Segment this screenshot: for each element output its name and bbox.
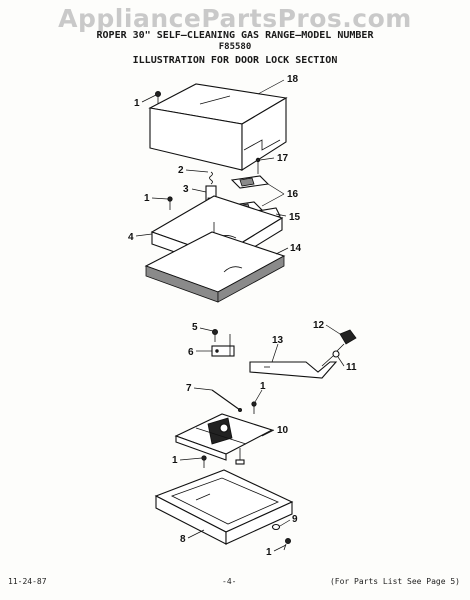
callout-1: 1 — [144, 193, 150, 204]
watermark: AppliancePartsPros.com — [58, 4, 412, 33]
callout-5: 5 — [192, 322, 198, 333]
callout-1: 1 — [260, 381, 266, 392]
callout-1: 1 — [134, 98, 140, 109]
leader-lines — [135, 79, 345, 552]
part-2-spring — [209, 171, 213, 185]
callout-18: 18 — [287, 74, 299, 85]
part-1-screw-left — [201, 455, 207, 468]
part-1-screw-lower — [251, 401, 257, 414]
part-7-rod — [211, 389, 242, 412]
callout-14: 14 — [290, 243, 302, 254]
part-17-screw — [255, 157, 261, 174]
part-1-screw-middle — [167, 196, 173, 210]
callout-labels: 1 18 2 17 3 16 1 15 4 14 5 12 6 13 11 7 … — [128, 74, 357, 558]
part-8-base-pan — [154, 469, 294, 545]
footer-parts-list-reference: (For Parts List See Page 5) — [329, 577, 460, 586]
footer-date: 11-24-87 — [8, 577, 47, 586]
part-13-link-rod — [249, 361, 338, 379]
part-6-bracket — [211, 334, 235, 357]
callout-6: 6 — [188, 347, 194, 358]
callout-9: 9 — [292, 514, 298, 525]
part-14-insulation — [144, 231, 286, 303]
part-5-screw — [211, 328, 218, 342]
callout-8: 8 — [180, 534, 186, 545]
callout-7: 7 — [186, 383, 192, 394]
callout-16: 16 — [287, 189, 299, 200]
part-12-knob — [335, 329, 357, 353]
part-9-nut — [271, 523, 281, 531]
part-18-cover — [148, 83, 288, 172]
callout-17: 17 — [277, 153, 289, 164]
part-10-lock-mechanism — [174, 413, 274, 465]
callout-3: 3 — [183, 184, 189, 195]
footer-page-number: -4- — [222, 577, 237, 586]
callout-15: 15 — [289, 212, 301, 223]
callout-13: 13 — [272, 335, 284, 346]
callout-1: 1 — [266, 547, 272, 558]
callout-12: 12 — [313, 320, 325, 331]
model-number: F85580 — [218, 42, 252, 52]
callout-2: 2 — [178, 165, 184, 176]
callout-4: 4 — [128, 232, 134, 243]
part-1-screw-top — [154, 91, 161, 104]
callout-1: 1 — [172, 455, 178, 466]
part-11-fitting — [321, 350, 340, 367]
callout-10: 10 — [277, 425, 289, 436]
diagram-subtitle: ILLUSTRATION FOR DOOR LOCK SECTION — [132, 55, 338, 66]
diagram-title: ROPER 30" SELF—CLEANING GAS RANGE—MODEL … — [96, 30, 374, 41]
callout-11: 11 — [346, 362, 357, 373]
part-1-screw-bottom — [283, 538, 291, 551]
